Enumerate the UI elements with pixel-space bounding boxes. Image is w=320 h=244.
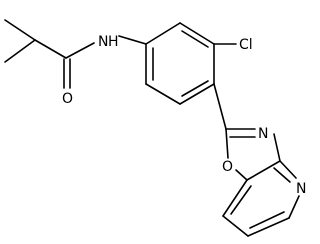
bond-ring-oxazole	[213, 83, 227, 130]
molecule-canvas: N H O Cl N O N	[4, 19, 306, 237]
atom-oxygen-oxazole: O	[222, 159, 233, 175]
bond-ring-a	[145, 22, 181, 45]
atom-h: H	[108, 34, 119, 50]
bond-o1-c2	[225, 128, 229, 159]
bond-ch-carbonyl	[34, 39, 67, 59]
bond-c3a-n4	[279, 160, 297, 179]
bond-ring-d	[179, 83, 215, 105]
bond-c7a-o1	[235, 169, 248, 181]
bond-n4-c5	[288, 195, 300, 219]
bond-c5-c6	[247, 217, 290, 237]
bond-ring-b	[179, 22, 215, 45]
bond-nh-ring	[118, 35, 147, 45]
bond-ring-d-inner	[181, 80, 209, 97]
atom-nitrogen-oxazole: N	[258, 126, 268, 142]
atom-nh: N	[98, 34, 108, 50]
atom-nitrogen-pyridine: N	[296, 181, 306, 197]
bond-carbonyl-nh	[65, 42, 95, 59]
bond-c6-c7	[222, 215, 249, 237]
structure-drawing: N H O Cl N O N	[4, 19, 306, 237]
bond-methyl-top	[4, 19, 36, 41]
bond-ring-e	[145, 83, 181, 105]
bond-c7-c7a-inner	[230, 185, 252, 215]
bond-n3-c3a	[273, 133, 281, 162]
bond-c3a-n4-inner	[273, 167, 291, 183]
bond-methyl-bottom	[4, 39, 36, 63]
bond-c5-c6-inner	[249, 211, 285, 229]
bond-c7-c7a	[222, 179, 248, 217]
bond-c3a-c7a	[246, 160, 281, 181]
atom-oxygen-carbonyl: O	[62, 91, 73, 107]
bond-ring-b-inner	[181, 30, 209, 48]
atom-chlorine: Cl	[239, 37, 253, 53]
